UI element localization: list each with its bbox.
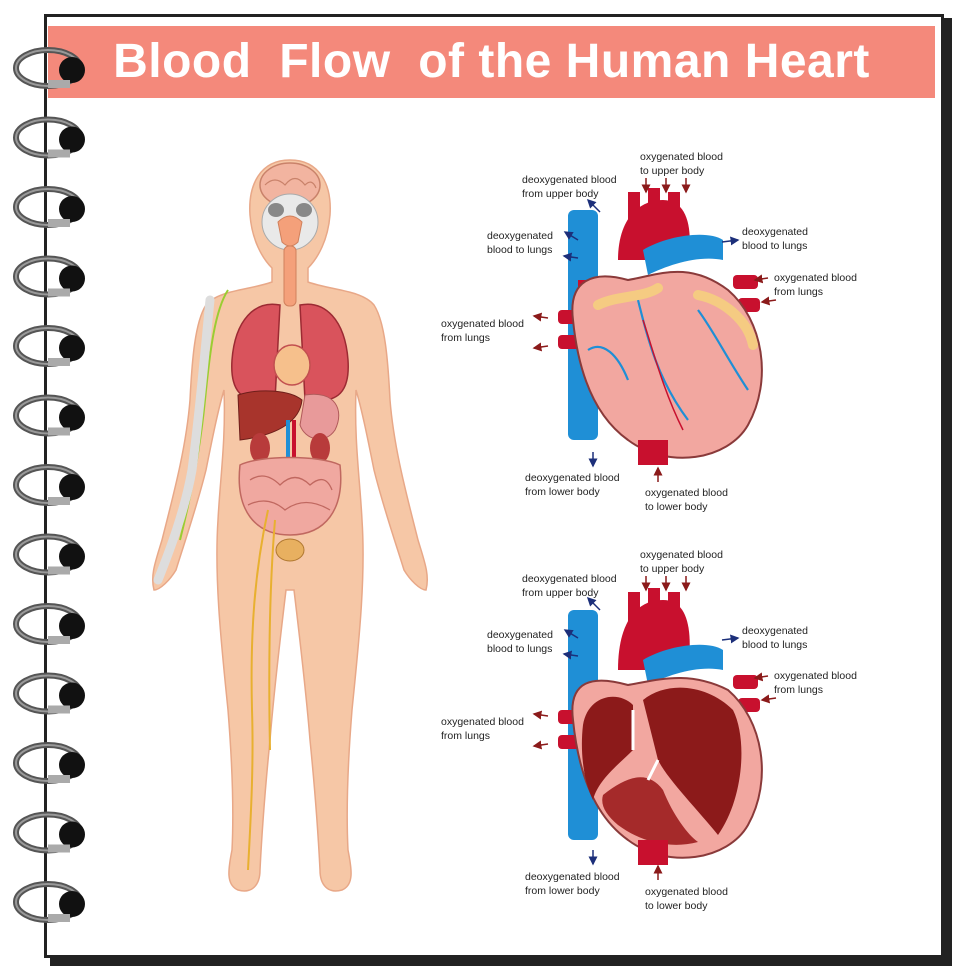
stomach (299, 393, 340, 440)
label-deoxy-lower-1: deoxygenated blood from lower body (525, 472, 620, 498)
spiral-ring (13, 116, 85, 159)
label-deoxy-lower-2: deoxygenated blood from lower body (525, 871, 620, 897)
flow-arrow (753, 274, 769, 284)
spiral-ring (13, 881, 85, 923)
label-oxy-lungs-left-1: oxygenated blood from lungs (441, 318, 524, 344)
pulmonary-artery (643, 234, 723, 275)
label-deoxy-lungs-left-1: deoxygenated blood to lungs (487, 230, 553, 256)
heart-chambers (581, 696, 633, 800)
spiral-ring (13, 255, 85, 298)
intestines (238, 456, 342, 536)
flow-arrow (532, 312, 549, 322)
label-deoxy-lungs-left-2: deoxygenated blood to lungs (487, 629, 553, 655)
flow-arrow (563, 629, 579, 639)
spiral-ring (13, 533, 85, 576)
spiral-ring (13, 325, 85, 367)
label-oxy-lungs-left-2: oxygenated blood from lungs (441, 716, 524, 742)
heart-external-diagram (558, 188, 763, 465)
pulmonary-artery (643, 644, 723, 685)
flow-arrow (532, 342, 549, 352)
label-oxy-lungs-right-2: oxygenated blood from lungs (774, 670, 857, 696)
flow-arrow (562, 650, 579, 660)
flow-arrow (563, 231, 579, 241)
flow-arrow (532, 710, 549, 720)
label-deoxy-lungs-right-2: deoxygenated blood to lungs (742, 625, 808, 651)
spiral-binding (13, 47, 85, 923)
nerve-lines (247, 509, 276, 871)
spiral-ring (13, 811, 85, 854)
label-oxy-lungs-right-1: oxygenated blood from lungs (774, 272, 857, 298)
flow-arrow (562, 252, 579, 262)
spiral-ring (13, 47, 85, 89)
label-deoxy-upper-1: deoxygenated blood from upper body (522, 174, 617, 200)
body-heart (273, 344, 311, 386)
title-banner: Blood Flow of the Human Heart (48, 26, 935, 98)
label-oxy-upper-1: oxygenated blood to upper body (640, 151, 723, 177)
heart-internal-diagram (558, 588, 763, 865)
spiral-ring (13, 603, 85, 645)
human-body-figure (151, 159, 429, 892)
flow-arrow (721, 236, 740, 246)
page-title: Blood Flow of the Human Heart (113, 35, 870, 88)
label-deoxy-lungs-right-1: deoxygenated blood to lungs (742, 226, 808, 252)
spiral-ring (13, 394, 85, 437)
spiral-ring (13, 672, 85, 715)
flow-arrow (586, 596, 601, 611)
flow-arrow (753, 672, 769, 682)
flow-arrow (760, 694, 777, 704)
label-oxy-lower-2: oxygenated blood to lower body (645, 886, 728, 912)
spiral-ring (13, 186, 85, 228)
flow-arrow (721, 634, 740, 644)
flow-arrow (532, 740, 549, 750)
label-oxy-upper-2: oxygenated blood to upper body (640, 549, 723, 575)
spiral-ring (13, 464, 85, 506)
spiral-ring (13, 742, 85, 784)
flow-arrow (760, 296, 777, 306)
label-deoxy-upper-2: deoxygenated blood from upper body (522, 573, 617, 599)
flow-arrow (586, 198, 601, 213)
heart-body (571, 270, 763, 459)
label-oxy-lower-1: oxygenated blood to lower body (645, 487, 728, 513)
